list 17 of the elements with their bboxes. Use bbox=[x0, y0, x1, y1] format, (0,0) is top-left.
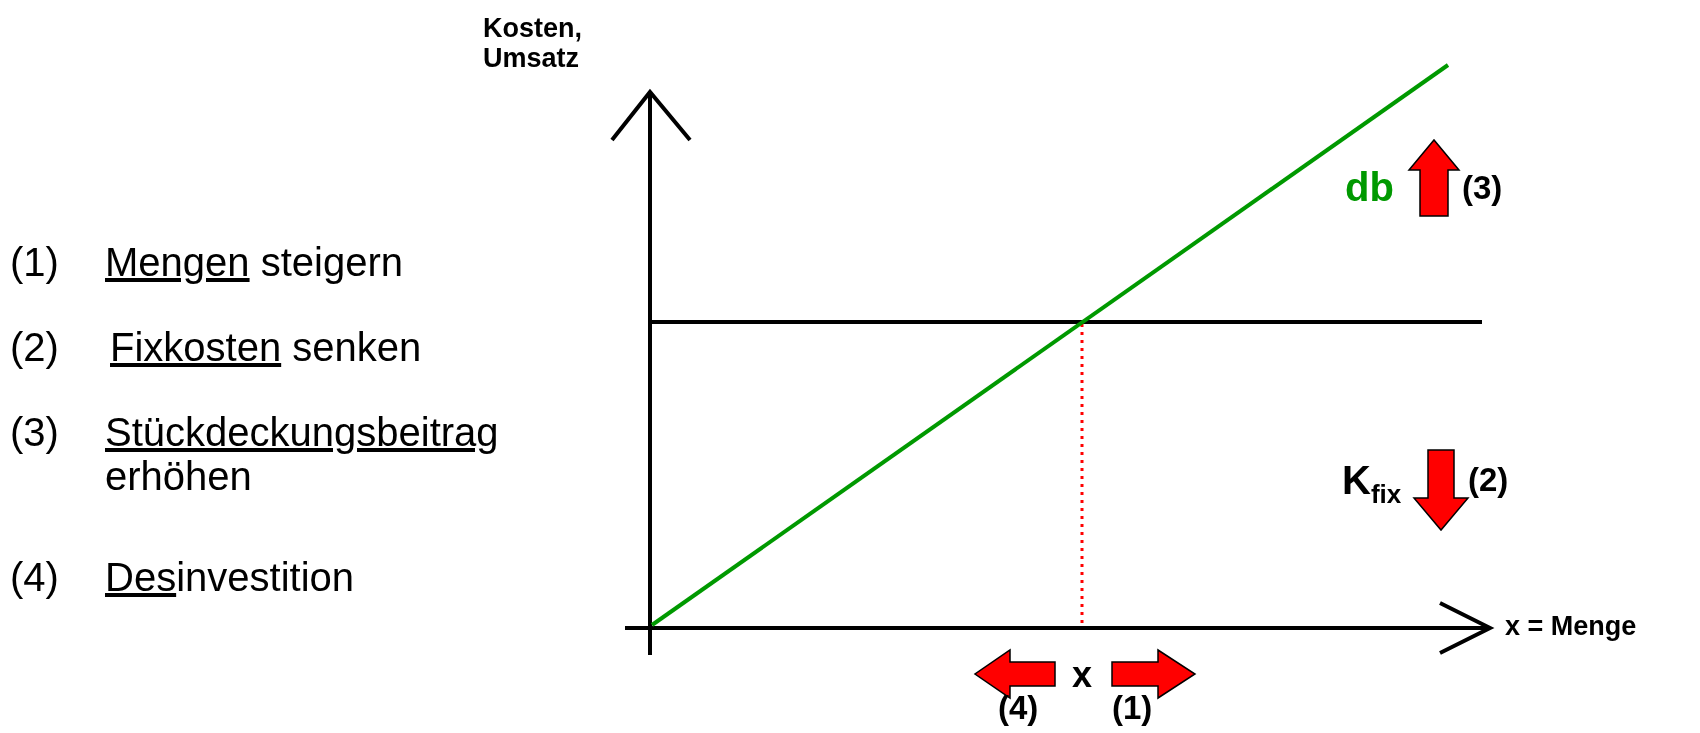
axis-label: x bbox=[1072, 655, 1093, 695]
curve-label: K$_{fix}$ bbox=[1342, 458, 1402, 509]
list-number: (3) bbox=[10, 410, 59, 454]
list-item: Fixkosten senken bbox=[110, 325, 422, 369]
list-number: (2) bbox=[10, 325, 59, 369]
axis-title: Kosten, Umsatz bbox=[483, 14, 583, 74]
callout-number: (1) bbox=[1112, 690, 1153, 727]
callout-number: (4) bbox=[998, 690, 1039, 727]
list-item: Desinvestition bbox=[105, 555, 354, 599]
callout-number: (2) bbox=[1468, 462, 1509, 499]
list-item: Stückdeckungsbeitrag erhöhen bbox=[105, 410, 500, 498]
list-number: (4) bbox=[10, 555, 59, 599]
callout-number: (3) bbox=[1462, 170, 1503, 207]
curve-label: db bbox=[1345, 165, 1394, 209]
list-number: (1) bbox=[10, 240, 59, 284]
axis-title: x = Menge bbox=[1505, 612, 1637, 642]
list-item: Mengen steigern bbox=[105, 240, 403, 284]
